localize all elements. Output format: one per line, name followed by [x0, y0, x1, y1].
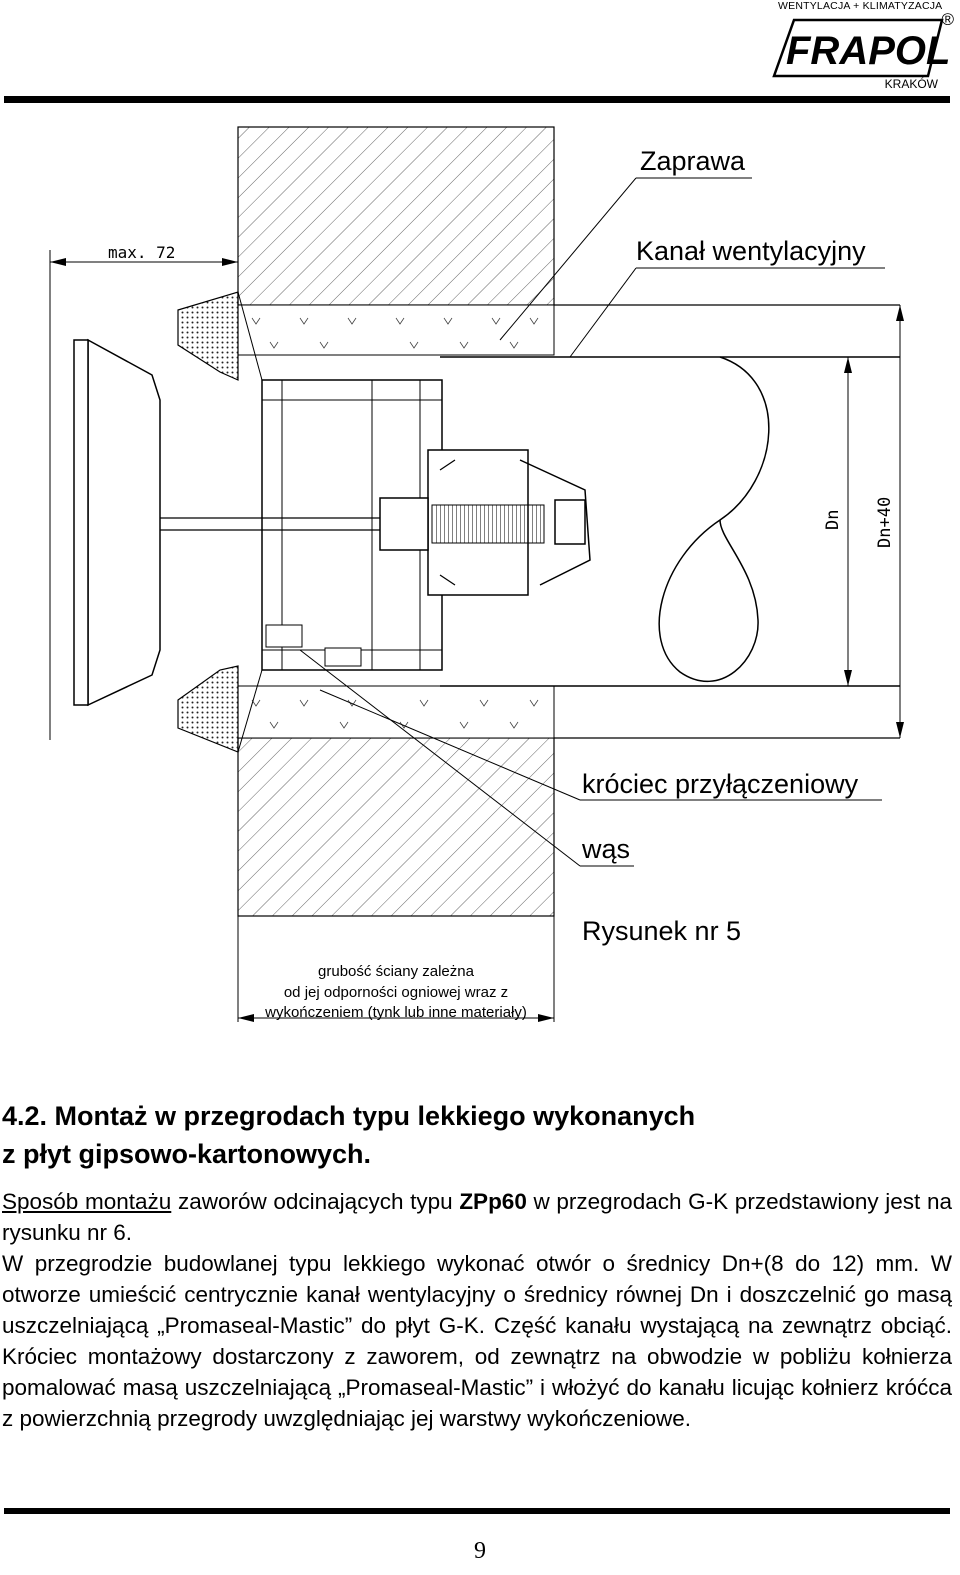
wall-note-2: od jej odporności ogniowej wraz z: [284, 984, 508, 1001]
duct-break-line: [658, 356, 770, 683]
sealant-lower: [177, 665, 239, 753]
registered-mark: ®: [941, 10, 954, 29]
hex-nut: [379, 497, 429, 551]
wall-note-3: wykończeniem (tynk lub inne materiały): [264, 1004, 527, 1021]
link-sposob-montazu[interactable]: Sposób montażu: [2, 1189, 172, 1214]
logo-frame-icon: FRAPOL: [772, 18, 950, 78]
heading-line-2: z płyt gipsowo-kartonowych.: [2, 1139, 372, 1169]
header-rule: [4, 96, 950, 103]
dim-max72: max. 72: [108, 243, 175, 262]
technical-drawing: Dn Dn+40 max. 72 Zaprawa Kanał wentylacy…: [49, 126, 904, 1022]
p1-text-b: w przegrodach G-K przedstawiony jest na …: [2, 1189, 952, 1245]
label-krociec: króciec przyłączeniowy: [582, 769, 859, 799]
dim-dn: Dn: [823, 510, 843, 530]
sealant-upper: [177, 291, 239, 381]
heading-line-1: 4.2. Montaż w przegrodach typu lekkiego …: [2, 1101, 696, 1131]
figure-caption: Rysunek nr 5: [582, 916, 741, 946]
label-was: wąs: [581, 834, 630, 864]
paragraph-2: W przegrodzie budowlanej typu lekkiego w…: [2, 1251, 952, 1431]
logo-tagline: WENTYLACJA + KLIMATYZACJA: [778, 0, 943, 12]
dim-dn40: Dn+40: [875, 497, 895, 548]
wall-note-1: grubość ściany zależna: [318, 963, 475, 980]
section-heading: 4.2. Montaż w przegrodach typu lekkiego …: [2, 1097, 902, 1173]
wall-lower: [237, 737, 555, 917]
paragraph-1: Sposób montażu zaworów odcinających typu…: [2, 1186, 952, 1248]
spring-thread: [431, 504, 545, 544]
frapol-logo: WENTYLACJA + KLIMATYZACJA FRAPOL ® KRAKÓ…: [760, 0, 960, 96]
logo-city: KRAKÓW: [884, 77, 938, 91]
cap-plate: [87, 338, 161, 707]
mortar-lower: [237, 685, 555, 739]
p1-product: ZPp60: [459, 1189, 527, 1214]
label-zaprawa: Zaprawa: [640, 146, 746, 176]
logo-brand: FRAPOL: [786, 29, 950, 73]
page-number: 9: [474, 1538, 486, 1564]
p1-text-a: zaworów odcinających typu: [171, 1189, 460, 1214]
wall-upper: [237, 126, 555, 306]
label-kanal: Kanał wentylacyjny: [636, 236, 866, 266]
mortar-upper: [237, 304, 555, 356]
mortar-ticks: [251, 317, 539, 729]
footer-rule: [4, 1508, 950, 1514]
